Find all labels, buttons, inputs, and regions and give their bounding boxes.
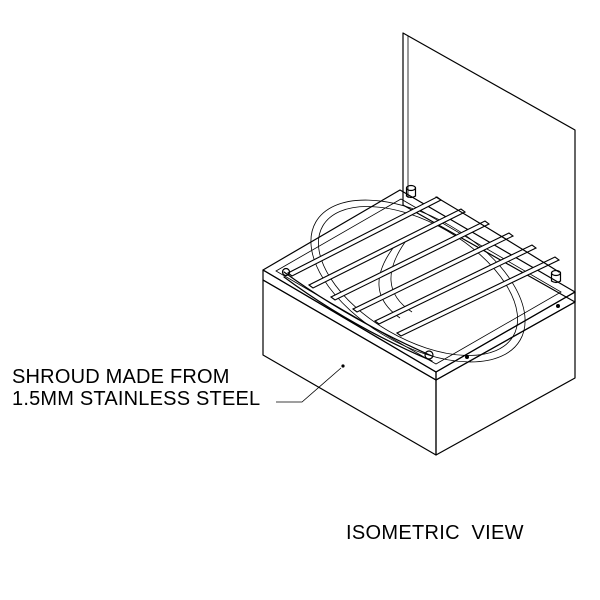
tap-fittings [281, 184, 562, 360]
annotation-line-1: SHROUD MADE FROM [12, 366, 230, 388]
grid-grate [283, 196, 561, 362]
top-rim [262, 189, 576, 381]
shroud-annotation: SHROUD MADE FROM 1.5MM STAINLESS STEEL [12, 366, 260, 410]
leader-line [276, 367, 342, 403]
shroud-body [262, 279, 576, 456]
fixing-points [341, 304, 560, 368]
sink-basin [310, 199, 526, 363]
annotation-line-2: 1.5MM STAINLESS STEEL [12, 388, 261, 410]
view-label: ISOMETRIC VIEW [346, 522, 524, 544]
